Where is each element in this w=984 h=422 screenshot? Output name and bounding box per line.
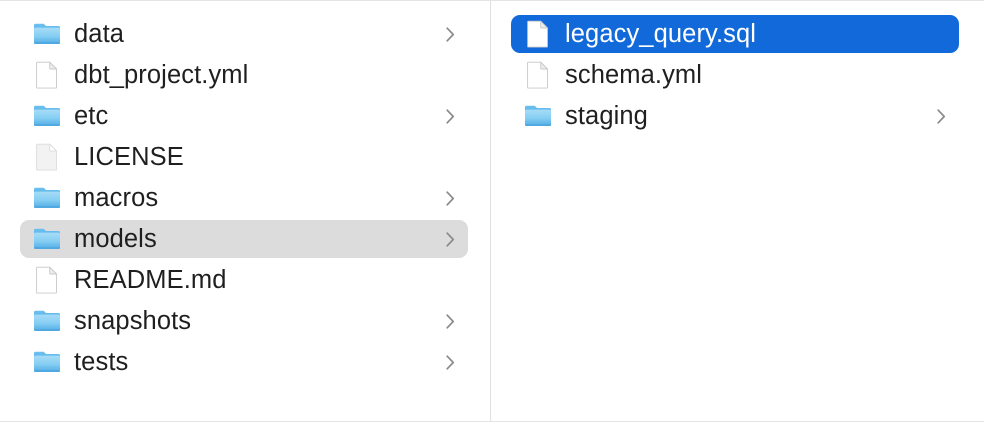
chevron-right-icon[interactable] bbox=[442, 23, 458, 45]
chevron-right-icon[interactable] bbox=[933, 105, 949, 127]
folder-icon bbox=[32, 347, 62, 377]
item-name: README.md bbox=[74, 266, 227, 294]
document-icon bbox=[32, 265, 62, 295]
item-name: tests bbox=[74, 348, 129, 376]
item-name: schema.yml bbox=[565, 61, 703, 89]
chevron-right-icon[interactable] bbox=[442, 351, 458, 373]
folder-icon bbox=[32, 224, 62, 254]
folder-row[interactable]: models bbox=[20, 220, 468, 258]
folder-icon bbox=[32, 183, 62, 213]
chevron-right-icon[interactable] bbox=[442, 228, 458, 250]
item-name: macros bbox=[74, 184, 159, 212]
folder-row[interactable]: etc bbox=[20, 97, 468, 135]
folder-row[interactable]: staging bbox=[511, 97, 959, 135]
file-row[interactable]: legacy_query.sql bbox=[511, 15, 959, 53]
file-row[interactable]: LICENSE bbox=[20, 138, 468, 176]
plain-document-icon bbox=[32, 142, 62, 172]
chevron-right-icon[interactable] bbox=[442, 105, 458, 127]
item-name: models bbox=[74, 225, 157, 253]
document-icon bbox=[523, 19, 553, 49]
item-name: staging bbox=[565, 102, 648, 130]
folder-icon bbox=[32, 101, 62, 131]
item-name: data bbox=[74, 20, 125, 48]
folder-icon bbox=[523, 101, 553, 131]
folder-icon bbox=[32, 19, 62, 49]
folder-row[interactable]: macros bbox=[20, 179, 468, 217]
folder-row[interactable]: tests bbox=[20, 343, 468, 381]
chevron-right-icon[interactable] bbox=[442, 310, 458, 332]
item-name: etc bbox=[74, 102, 109, 130]
document-icon bbox=[32, 60, 62, 90]
folder-icon bbox=[32, 306, 62, 336]
folder-row[interactable]: data bbox=[20, 15, 468, 53]
file-row[interactable]: schema.yml bbox=[511, 56, 959, 94]
file-row[interactable]: README.md bbox=[20, 261, 468, 299]
file-row[interactable]: dbt_project.yml bbox=[20, 56, 468, 94]
item-name: LICENSE bbox=[74, 143, 184, 171]
item-name: legacy_query.sql bbox=[565, 20, 757, 48]
item-name: dbt_project.yml bbox=[74, 61, 249, 89]
chevron-right-icon[interactable] bbox=[442, 187, 458, 209]
finder-column-models[interactable]: legacy_query.sql schema.yml staging bbox=[491, 1, 983, 421]
folder-row[interactable]: snapshots bbox=[20, 302, 468, 340]
document-icon bbox=[523, 60, 553, 90]
item-name: snapshots bbox=[74, 307, 192, 335]
